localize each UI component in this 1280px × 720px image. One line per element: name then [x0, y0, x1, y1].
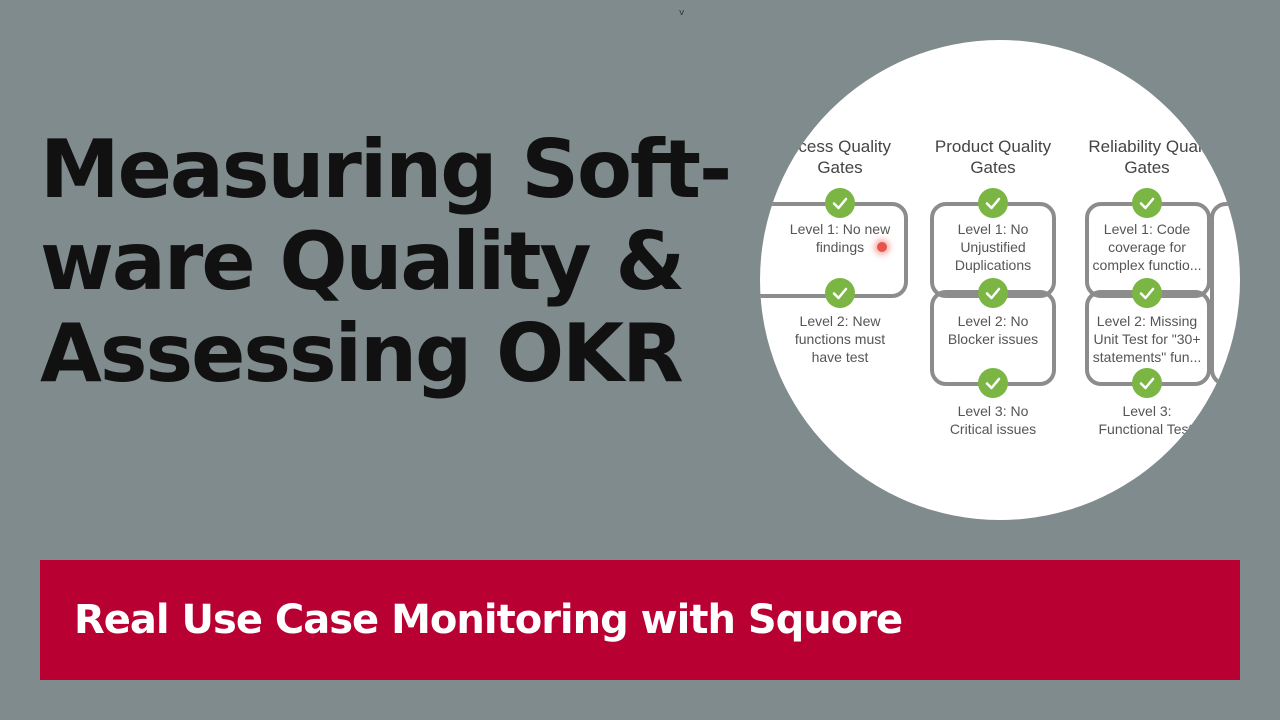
level-line: have test [811, 349, 869, 365]
gate-column-process: ocess Quality Gates [765, 136, 915, 178]
title-line-3: Assessing OKR [40, 307, 684, 400]
level-line: Unjustified [960, 239, 1026, 255]
level-line: functions must [794, 331, 886, 347]
gate-level-text: Level 1: No Unjustified Duplications [918, 220, 1068, 274]
title-line-2: ware Quality & [40, 215, 685, 308]
title-line-1: Measuring Soft- [40, 123, 732, 216]
level-line: Blocker issues [947, 331, 1039, 347]
gate-title: Reliability Quali Gates [1072, 136, 1222, 178]
top-mark: v [679, 8, 685, 18]
check-icon [1132, 188, 1162, 218]
check-icon [978, 368, 1008, 398]
check-icon [825, 278, 855, 308]
subtitle-banner: Real Use Case Monitoring with Squore [40, 560, 1240, 680]
level-line: Level 2: No [957, 313, 1029, 329]
gate-column-reliability: Reliability Quali Gates [1072, 136, 1222, 178]
level-line: coverage for [1108, 239, 1186, 255]
check-icon [1132, 368, 1162, 398]
check-icon [1132, 278, 1162, 308]
gate-title: Product Quality Gates [918, 136, 1068, 178]
gate-title-line: Reliability Quali [1088, 137, 1206, 156]
gate-title: ocess Quality Gates [765, 136, 915, 178]
level-line: Level 2: Missing [1096, 313, 1198, 329]
level-line: Unit Test for "30+ [1093, 331, 1201, 347]
level-line: Functional Testi [1098, 421, 1196, 437]
gate-title-line: Product Quality [934, 137, 1052, 156]
gate-title-line: Gates [970, 158, 1016, 177]
gate-level-text: Level 1: Code coverage for complex funct… [1072, 220, 1222, 274]
gate-level-text: Level 1: No new findings [765, 220, 915, 256]
level-line: Level 1: No new [789, 221, 891, 237]
check-icon [978, 278, 1008, 308]
gate-level-text: Level 2: No Blocker issues [918, 312, 1068, 348]
check-icon [825, 188, 855, 218]
check-icon [978, 188, 1008, 218]
page-title: Measuring Soft- ware Quality & Assessing… [40, 124, 740, 400]
gate-level-text: Level 2: Missing Unit Test for "30+ stat… [1072, 312, 1222, 366]
gate-level-text: Level 2: New functions must have test [765, 312, 915, 366]
quality-gates-preview: ocess Quality Gates Level 1: No new find… [760, 40, 1240, 520]
gate-title-line: Gates [1124, 158, 1170, 177]
level-line: Level 3: [1122, 403, 1172, 419]
level-line: complex functio... [1092, 257, 1202, 273]
subtitle-text: Real Use Case Monitoring with Squore [74, 597, 903, 643]
gate-title-line: Gates [817, 158, 863, 177]
alert-dot-icon [877, 242, 887, 252]
gate-column-product: Product Quality Gates [918, 136, 1068, 178]
level-line: Level 2: New [799, 313, 881, 329]
level-line: findings [815, 239, 865, 255]
level-line: Duplications [954, 257, 1032, 273]
level-line: Critical issues [949, 421, 1037, 437]
level-line: Level 3: No [957, 403, 1029, 419]
gate-title-line: ocess Quality [788, 137, 892, 156]
level-line: Level 1: Code [1103, 221, 1191, 237]
gate-level-frame [1210, 202, 1240, 386]
gate-level-text: Level 3: Functional Testi [1072, 402, 1222, 438]
gate-level-text: Level 3: No Critical issues [918, 402, 1068, 438]
level-line: statements" fun... [1092, 349, 1202, 365]
level-line: Level 1: No [957, 221, 1029, 237]
